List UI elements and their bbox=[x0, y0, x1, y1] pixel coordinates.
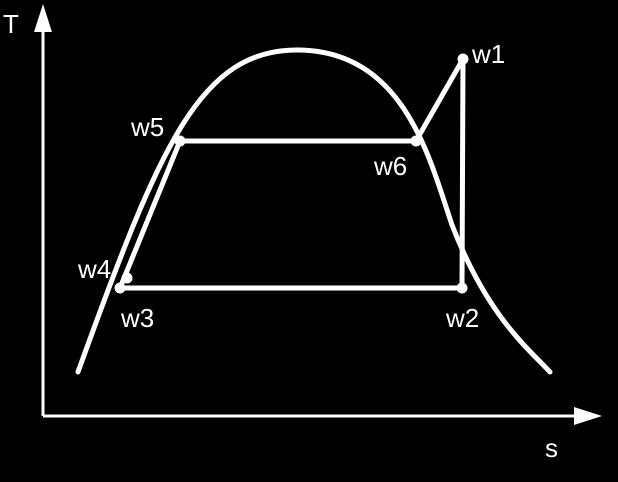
cycle-path bbox=[117, 56, 466, 291]
x-axis-arrowhead bbox=[574, 407, 602, 425]
label-w2: w2 bbox=[445, 303, 479, 333]
label-w3: w3 bbox=[120, 303, 154, 333]
y-axis-arrowhead bbox=[34, 4, 52, 32]
axes bbox=[34, 4, 602, 425]
point-w5 bbox=[174, 135, 186, 147]
line-w1-w6 bbox=[413, 56, 466, 144]
line-w2-w1 bbox=[459, 56, 466, 291]
point-w6 bbox=[410, 135, 422, 147]
point-w2 bbox=[456, 282, 468, 294]
line-w5-w3 bbox=[117, 138, 183, 291]
y-axis-label: T bbox=[3, 9, 19, 39]
label-w4: w4 bbox=[77, 254, 111, 284]
x-axis-label: s bbox=[545, 433, 558, 463]
label-w1: w1 bbox=[471, 39, 505, 69]
point-w4 bbox=[121, 272, 133, 284]
label-w6: w6 bbox=[373, 151, 407, 181]
saturation-dome-curve bbox=[75, 47, 553, 375]
point-w3 bbox=[114, 282, 126, 294]
state-points bbox=[114, 53, 469, 294]
label-w5: w5 bbox=[130, 112, 164, 142]
point-w1 bbox=[457, 53, 469, 65]
